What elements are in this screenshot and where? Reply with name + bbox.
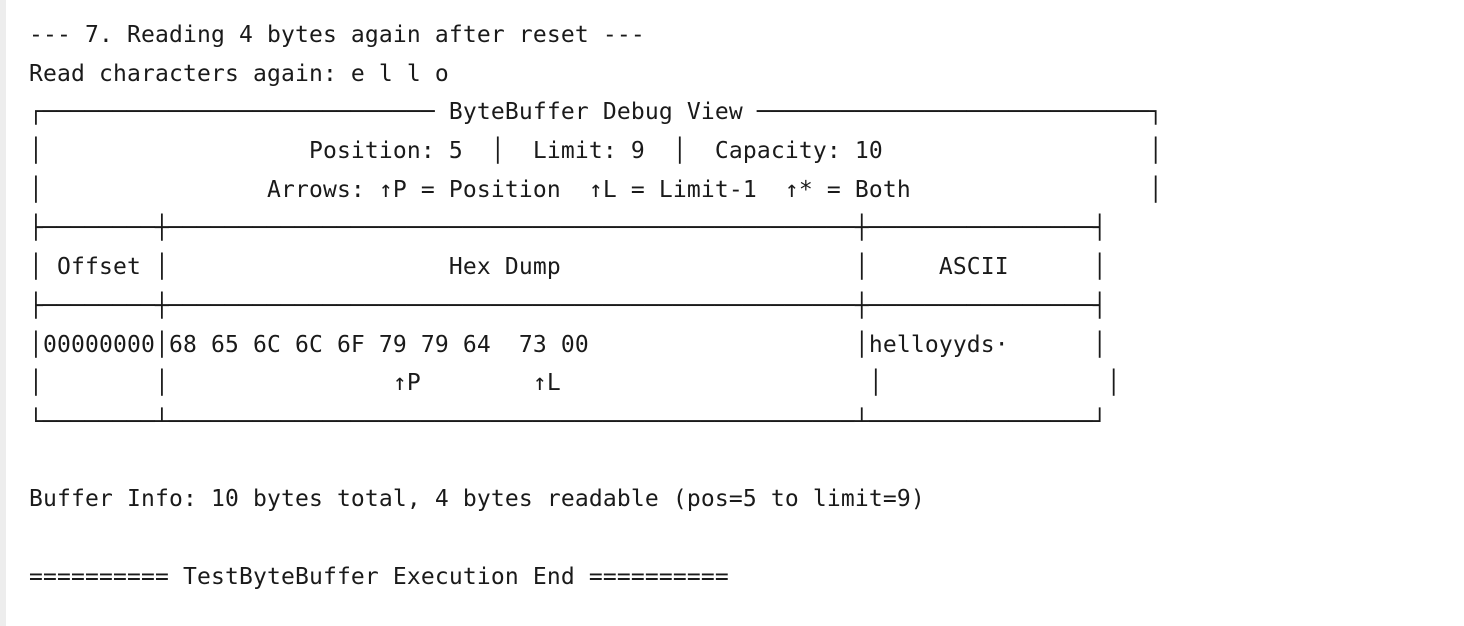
debug-view-arrows-legend-line: │ Arrows: ↑P = Position ↑L = Limit-1 ↑* …	[29, 176, 1163, 203]
blank-line	[29, 519, 1163, 558]
arrow-marker-row: │ │ ↑P ↑L │ │	[29, 370, 1121, 397]
table-top-separator: ├────────┼──────────────────────────────…	[29, 215, 1107, 242]
blank-line	[29, 442, 1163, 481]
hex-dump-data-row: │00000000│68 65 6C 6C 6F 79 79 64 73 00 …	[29, 331, 1107, 358]
table-header-separator: ├────────┼──────────────────────────────…	[29, 292, 1107, 319]
table-bottom-border: └────────┴──────────────────────────────…	[29, 408, 1107, 435]
execution-end-line: ========== TestByteBuffer Execution End …	[29, 563, 729, 590]
debug-view-top-border: ┌──────────────────────────── ByteBuffer…	[29, 99, 1163, 126]
terminal-output: --- 7. Reading 4 bytes again after reset…	[29, 22, 1163, 590]
buffer-info-line: Buffer Info: 10 bytes total, 4 bytes rea…	[29, 486, 925, 513]
panel-left-edge	[0, 0, 6, 626]
debug-view-stats-line: │ Position: 5 │ Limit: 9 │ Capacity: 10 …	[29, 138, 1163, 165]
table-header-row: │ Offset │ Hex Dump │ ASCII │	[29, 254, 1107, 281]
read-characters-line: Read characters again: e l l o	[29, 60, 449, 87]
section-header-line: --- 7. Reading 4 bytes again after reset…	[29, 22, 645, 48]
